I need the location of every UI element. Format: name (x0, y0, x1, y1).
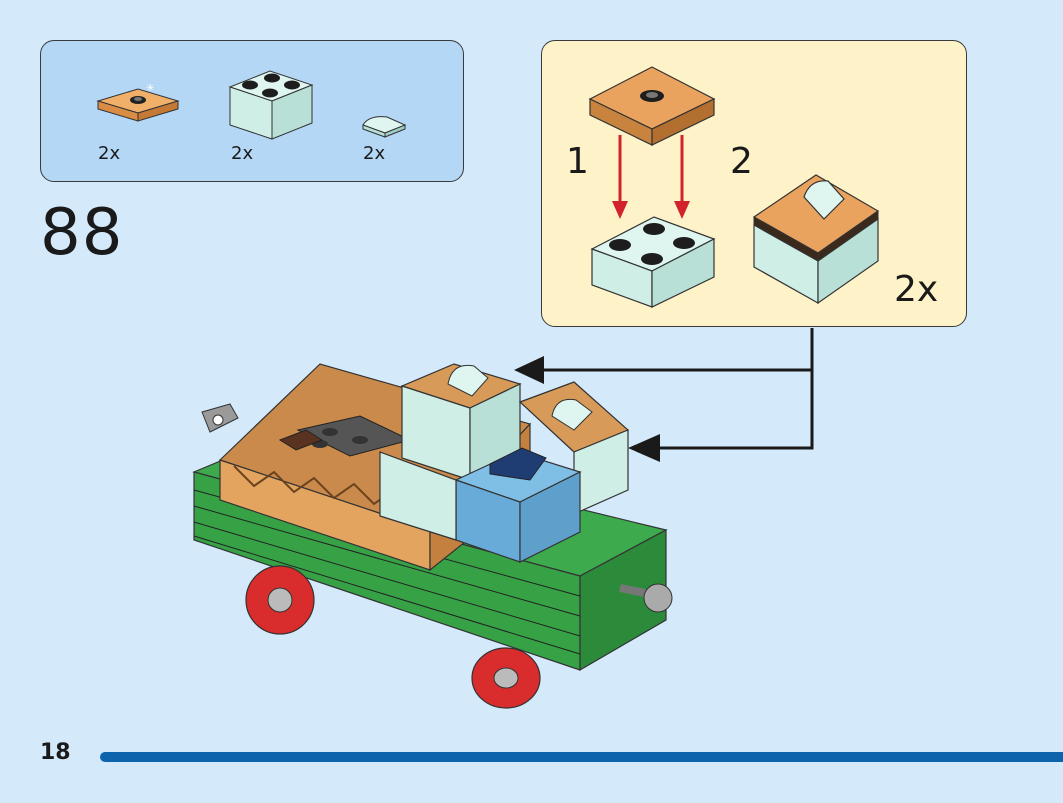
parts-quantity: 2x (363, 143, 386, 164)
wheel-icon (245, 565, 315, 635)
parts-list-panel: ✳ 2x 2x 2x (40, 40, 464, 182)
parts-quantity: 2x (231, 143, 254, 164)
sub-step-1-label: 1 (566, 141, 589, 182)
quarter-round-tile-icon (362, 116, 407, 138)
page-number: 18 (40, 740, 71, 765)
plate-2x2-center-stud-icon: ✳ (96, 83, 180, 122)
wheel-icon (471, 647, 541, 709)
sub-assembly-multiplier: 2x (894, 269, 939, 310)
sub-step-2-label: 2 (730, 141, 753, 182)
sub-step-1-illustration (588, 66, 716, 308)
svg-text:✳: ✳ (146, 83, 154, 94)
train-car-model-illustration (192, 363, 673, 709)
brick-2x2-icon (228, 70, 314, 140)
sub-assembly-panel: 1 2 2x (541, 40, 967, 327)
step-number: 88 (40, 196, 124, 270)
sub-step-2-illustration (752, 174, 880, 305)
progress-bar (100, 752, 1063, 762)
parts-quantity: 2x (98, 143, 121, 164)
